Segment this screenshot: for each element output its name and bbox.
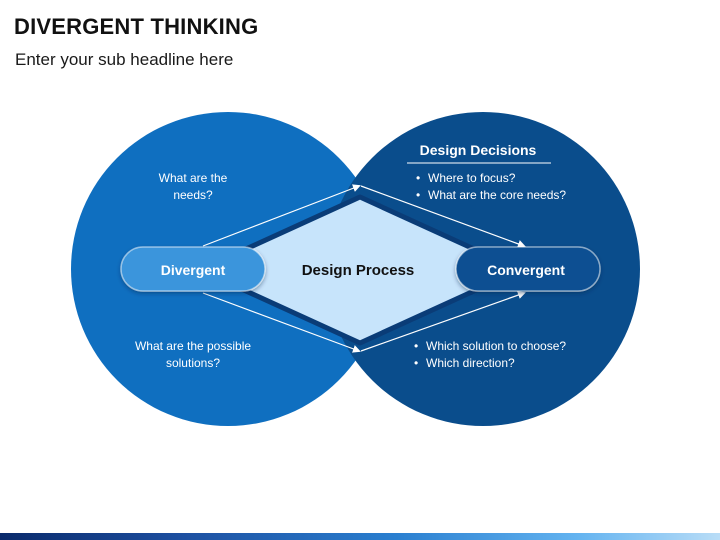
right-top-bullet-2: What are the core needs? (428, 188, 566, 202)
convergent-label: Convergent (487, 262, 565, 278)
bullet-icon: • (414, 356, 418, 370)
arrow-convergent-top (360, 185, 526, 248)
bullet-icon: • (414, 339, 418, 353)
left-top-text-line1: What are the (159, 171, 228, 185)
design-decisions-heading: Design Decisions (420, 142, 537, 158)
right-bottom-bullet-1: Which solution to choose? (426, 339, 566, 353)
page-subtitle: Enter your sub headline here (15, 50, 234, 69)
right-bottom-bullet-2: Which direction? (426, 356, 515, 370)
divergent-pill (120, 246, 266, 292)
bottom-gradient-bar (0, 533, 720, 540)
divergent-label: Divergent (161, 262, 226, 278)
left-bottom-text-line1: What are the possible (135, 339, 251, 353)
left-bottom-text-line2: solutions? (166, 356, 220, 370)
arrow-divergent-top (202, 184, 361, 247)
left-top-text-line2: needs? (173, 188, 213, 202)
arrow-divergent-bottom (202, 292, 361, 353)
right-top-bullet-1: Where to focus? (428, 171, 516, 185)
page-title: DIVERGENT THINKING (14, 14, 259, 39)
bullet-icon: • (416, 171, 420, 185)
bullet-icon: • (416, 188, 420, 202)
convergent-pill (455, 246, 601, 292)
design-process-label: Design Process (302, 262, 415, 279)
arrow-convergent-bottom (360, 291, 526, 352)
